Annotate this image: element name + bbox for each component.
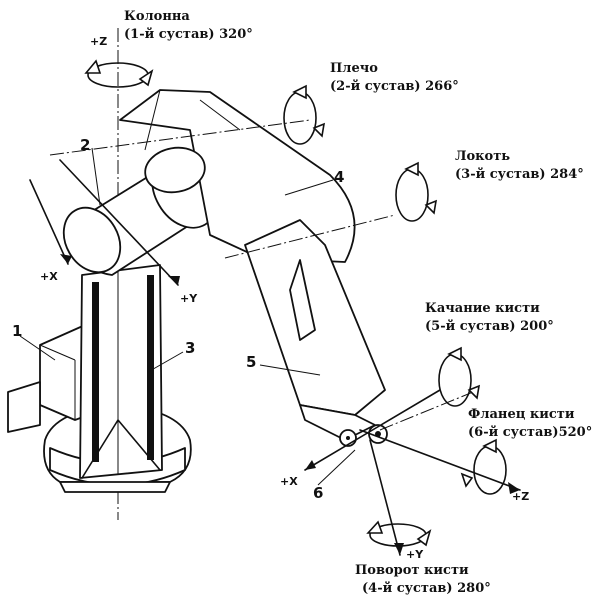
svg-text:(4-й сустав) 280°: (4-й сустав) 280° bbox=[362, 581, 491, 596]
joint-label-column: Колонна (1-й сустав) 320° bbox=[124, 9, 253, 42]
rotation-arrow-icon bbox=[84, 59, 154, 88]
joint-name: Поворот кисти bbox=[355, 563, 469, 578]
joint-label-wrist-pitch: Качание кисти (5-й сустав) 200° bbox=[425, 301, 554, 334]
rotation-arrow-icon bbox=[438, 346, 481, 407]
axis-label-y-bottom: +Y bbox=[406, 548, 424, 561]
svg-text:(3-й сустав) 284°: (3-й сустав) 284° bbox=[455, 167, 584, 182]
svg-text:(5-й сустав) 200°: (5-й сустав) 200° bbox=[425, 319, 554, 334]
axis-label-x-right: +X bbox=[280, 475, 298, 488]
part-number-5: 5 bbox=[246, 353, 256, 371]
joint-name: Локоть bbox=[455, 149, 510, 164]
rotation-arrow-icon bbox=[283, 84, 326, 145]
joint-axis: (3-й сустав) bbox=[455, 167, 546, 182]
axis-label-y-left: +Y bbox=[180, 292, 198, 305]
joint-name: Колонна bbox=[124, 9, 190, 24]
rotation-arrow-icon bbox=[460, 438, 507, 495]
joint-name: Фланец кисти bbox=[468, 407, 575, 422]
robot-column bbox=[79, 264, 163, 479]
part-number-2: 2 bbox=[80, 136, 90, 154]
joint-axis: (2-й сустав) bbox=[330, 79, 421, 94]
joint-name: Качание кисти bbox=[425, 301, 540, 316]
axis-label-x-left: +X bbox=[40, 270, 58, 283]
svg-text:(2-й сустав) 266°: (2-й сустав) 266° bbox=[330, 79, 459, 94]
joint-label-shoulder: Плечо (2-й сустав) 266° bbox=[330, 61, 459, 94]
joint-axis: (1-й сустав) bbox=[124, 27, 215, 42]
axis-label-z-right: +Z bbox=[512, 490, 529, 503]
axis-label-z-top: +Z bbox=[90, 35, 107, 48]
part-number-1: 1 bbox=[12, 322, 22, 340]
joint-angle: 320° bbox=[219, 27, 253, 42]
joint-angle: 520° bbox=[559, 425, 593, 440]
joint-label-elbow: Локоть (3-й сустав) 284° bbox=[455, 149, 584, 182]
part-number-6: 6 bbox=[313, 484, 323, 502]
joint-axis: (5-й сустав) bbox=[425, 319, 516, 334]
joint-label-wrist-flange: Фланец кисти (6-й сустав)520° bbox=[468, 407, 592, 440]
svg-text:(6-й сустав)520°: (6-й сустав)520° bbox=[468, 425, 592, 440]
forearm bbox=[244, 219, 386, 441]
joint-axis: (6-й сустав) bbox=[468, 425, 559, 440]
joint-angle: 266° bbox=[425, 79, 459, 94]
joint-name: Плечо bbox=[330, 61, 378, 76]
rotation-arrow-icon bbox=[366, 520, 432, 547]
svg-text:(1-й сустав) 320°: (1-й сустав) 320° bbox=[124, 27, 253, 42]
part-number-4: 4 bbox=[334, 168, 344, 186]
axis-lines bbox=[29, 119, 521, 556]
leader-lines bbox=[19, 147, 356, 486]
joint-label-wrist-roll: Поворот кисти (4-й сустав) 280° bbox=[355, 563, 491, 596]
rotation-arrow-icon bbox=[395, 161, 438, 222]
part-number-3: 3 bbox=[185, 339, 195, 357]
joint-angle: 200° bbox=[520, 319, 554, 334]
joint-angle: 280° bbox=[457, 581, 491, 596]
upper-arm bbox=[119, 89, 356, 263]
joint-axis: (4-й сустав) bbox=[362, 581, 453, 596]
joint-angle: 284° bbox=[550, 167, 584, 182]
